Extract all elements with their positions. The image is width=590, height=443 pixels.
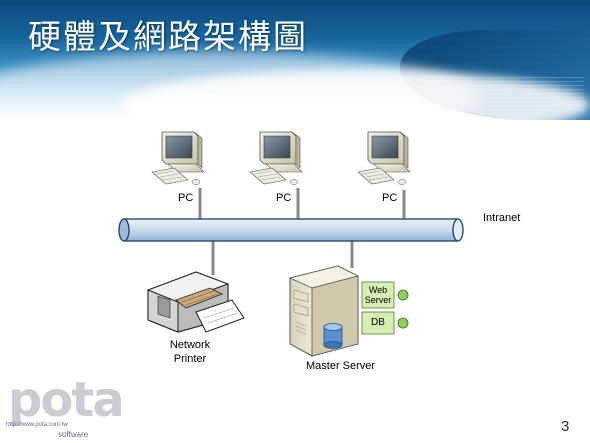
web-server-box [361,281,395,309]
db-box [361,311,395,335]
pc-computer-icon [151,131,205,185]
pc-label: PC [178,192,194,204]
printer-label: Network Printer [160,338,220,366]
title-banner [0,0,590,120]
printer-label-line: Network [169,339,211,351]
db-status-icon [397,317,409,329]
server-label: Master Server [306,360,376,372]
web-server-label-line: Server [364,295,392,305]
pc-computer-icon [249,131,303,185]
logo-url: http://www.pota.com.tw [6,422,68,428]
banner-code-texture [424,76,584,110]
web-server-label: Web Server [362,285,394,305]
printer-icon [147,271,245,333]
web-server-status-icon [397,289,409,301]
intranet-bus [118,218,464,242]
pota-logo: pota http://www.pota.com.tw software [4,372,125,440]
pc-label: PC [276,192,292,204]
slide-title: 硬體及網路架構圖 [28,17,308,56]
intranet-label: Intranet [483,212,521,224]
web-server-label-line: Web [368,285,388,295]
logo-tagline: software [58,430,89,439]
server-tower-icon [288,265,360,357]
database-cylinder-icon [323,323,343,349]
page-number: 3 [561,418,570,435]
db-label: DB [371,317,385,328]
pc-label: PC [382,192,398,204]
logo-wordmark: pota [8,372,125,428]
printer-label-line: Printer [173,353,207,365]
banner-swoosh [120,70,590,120]
